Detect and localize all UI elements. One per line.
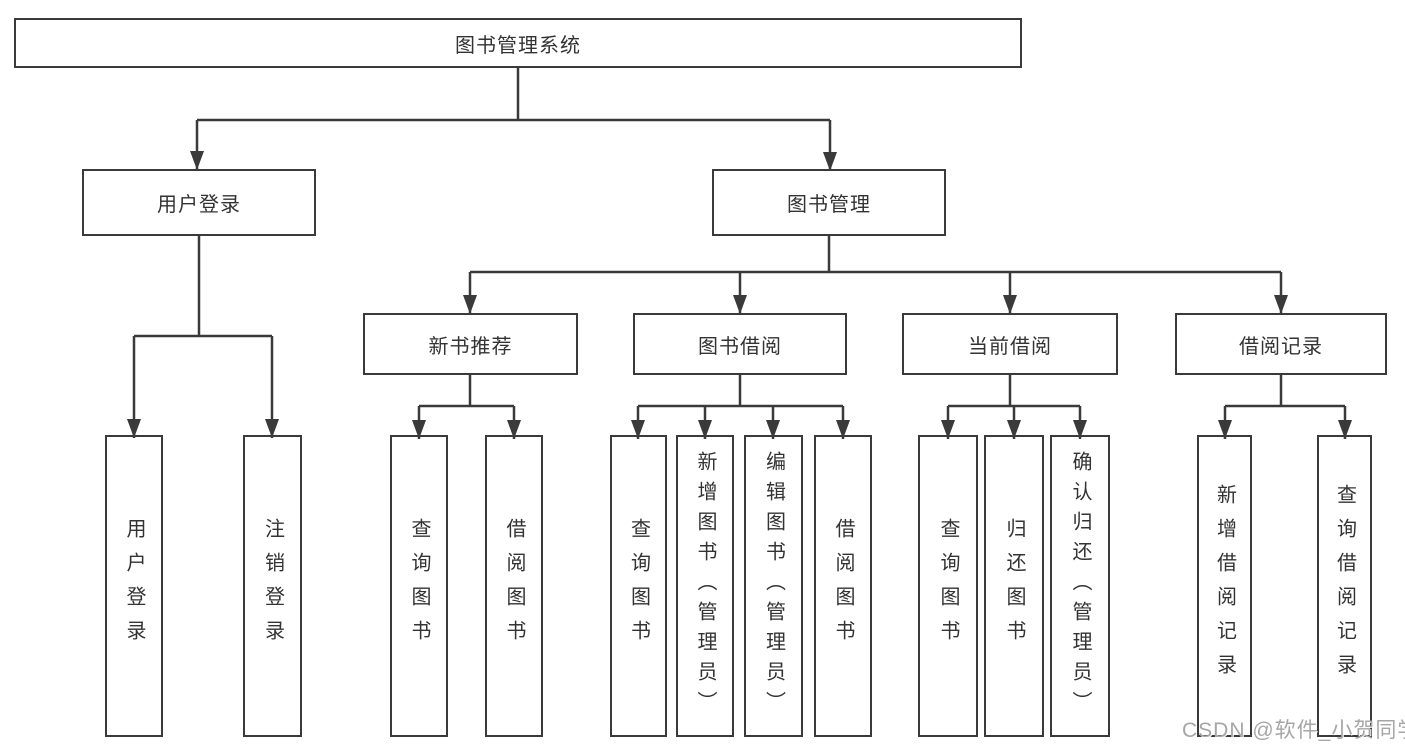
leaf-br-add-record-label: 新增借阅记录 <box>1213 484 1236 688</box>
leaf-bb-edit-books-admin-label: 编辑图书（管理员） <box>762 451 785 721</box>
leaf-nb-borrow-books: 借阅图书 <box>485 435 543 737</box>
leaf-cb-return-books-label: 归还图书 <box>1003 518 1025 654</box>
leaf-cb-confirm-return-admin: 确认归还（管理员） <box>1050 435 1110 737</box>
node-root: 图书管理系统 <box>14 18 1022 68</box>
node-borrow-record-label: 借阅记录 <box>1239 335 1323 358</box>
leaf-nb-query-books: 查询图书 <box>390 435 448 737</box>
node-current-borrow-label: 当前借阅 <box>968 335 1052 358</box>
node-book-management: 图书管理 <box>712 169 946 236</box>
node-root-label: 图书管理系统 <box>455 34 581 57</box>
leaf-logout: 注销登录 <box>243 435 302 737</box>
leaf-nb-query-books-label: 查询图书 <box>408 518 430 654</box>
node-new-book-recommend: 新书推荐 <box>363 313 578 375</box>
leaf-br-query-record-label: 查询借阅记录 <box>1333 484 1356 688</box>
leaf-bb-query-books: 查询图书 <box>610 435 667 737</box>
leaf-logout-label: 注销登录 <box>261 518 284 654</box>
leaf-user-login: 用户登录 <box>105 435 163 737</box>
leaf-nb-borrow-books-label: 借阅图书 <box>503 518 525 654</box>
leaf-br-query-record: 查询借阅记录 <box>1317 435 1372 737</box>
node-book-borrow-label: 图书借阅 <box>698 335 782 358</box>
leaf-bb-edit-books-admin: 编辑图书（管理员） <box>744 435 803 737</box>
watermark: CSDN @软件_小贺同学 <box>1182 719 1405 742</box>
node-book-management-label: 图书管理 <box>787 194 871 216</box>
leaf-cb-return-books: 归还图书 <box>984 435 1044 737</box>
leaf-br-add-record: 新增借阅记录 <box>1197 435 1252 737</box>
leaf-cb-query-books: 查询图书 <box>918 435 978 737</box>
node-borrow-record: 借阅记录 <box>1175 313 1387 375</box>
leaf-cb-query-books-label: 查询图书 <box>937 518 959 654</box>
leaf-cb-confirm-return-admin-label: 确认归还（管理员） <box>1069 451 1091 721</box>
node-user-login-label: 用户登录 <box>157 194 241 216</box>
node-book-borrow: 图书借阅 <box>633 313 847 375</box>
leaf-bb-add-books-admin: 新增图书（管理员） <box>676 435 734 737</box>
leaf-user-login-label: 用户登录 <box>123 518 145 654</box>
leaf-bb-borrow-books: 借阅图书 <box>814 435 872 737</box>
node-current-borrow: 当前借阅 <box>902 313 1118 375</box>
node-user-login: 用户登录 <box>82 169 316 236</box>
leaf-bb-add-books-admin-label: 新增图书（管理员） <box>694 451 716 721</box>
leaf-bb-query-books-label: 查询图书 <box>627 518 650 654</box>
leaf-bb-borrow-books-label: 借阅图书 <box>832 518 854 654</box>
node-new-book-recommend-label: 新书推荐 <box>428 335 513 358</box>
